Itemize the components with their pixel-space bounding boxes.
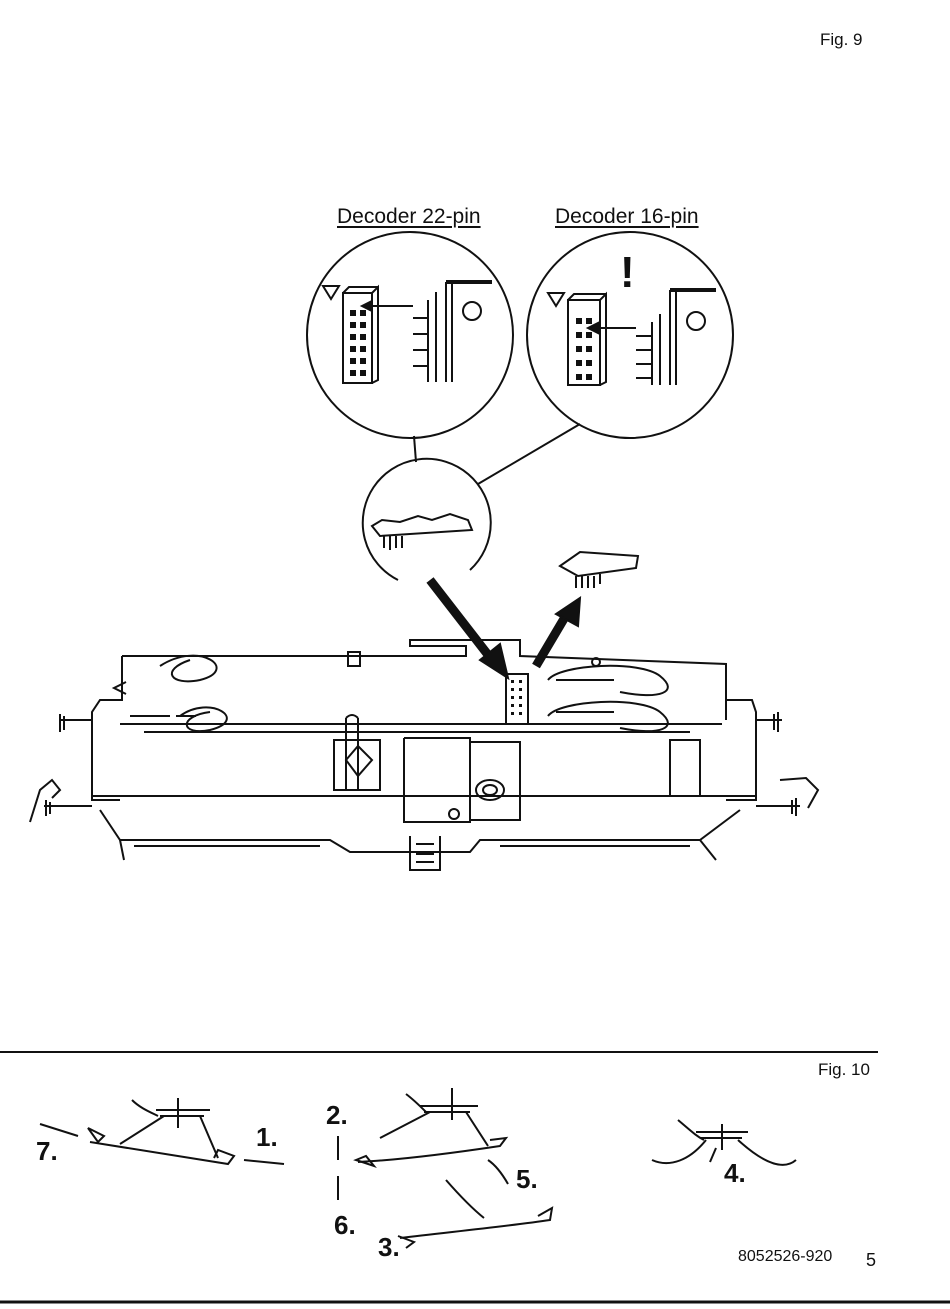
pickup-shoe-step-1 xyxy=(40,1098,284,1164)
triangle-marker-icon xyxy=(323,286,339,299)
fig10-label: Fig. 10 xyxy=(818,1060,870,1080)
insert-arrow-icon xyxy=(430,580,492,660)
step-6-label: 6. xyxy=(334,1210,356,1241)
step-1-label: 1. xyxy=(256,1122,278,1153)
decoder-16pin-board xyxy=(560,552,638,588)
part-number: 8052526-920 xyxy=(738,1248,832,1266)
detail-circle-22pin xyxy=(307,232,513,438)
locomotive-chassis xyxy=(30,640,818,870)
warning-mark-icon: ! xyxy=(620,248,635,298)
step-7-label: 7. xyxy=(36,1136,58,1167)
step-4-label: 4. xyxy=(724,1158,746,1189)
pickup-shoe-step-3 xyxy=(398,1208,552,1248)
pickup-shoe-step-2 xyxy=(338,1088,508,1218)
decoder-22pin-circle xyxy=(363,459,491,580)
page-number: 5 xyxy=(866,1250,876,1271)
step-5-label: 5. xyxy=(516,1164,538,1195)
triangle-marker-icon xyxy=(548,293,564,306)
step-3-label: 3. xyxy=(378,1232,400,1263)
step-2-label: 2. xyxy=(326,1100,348,1131)
